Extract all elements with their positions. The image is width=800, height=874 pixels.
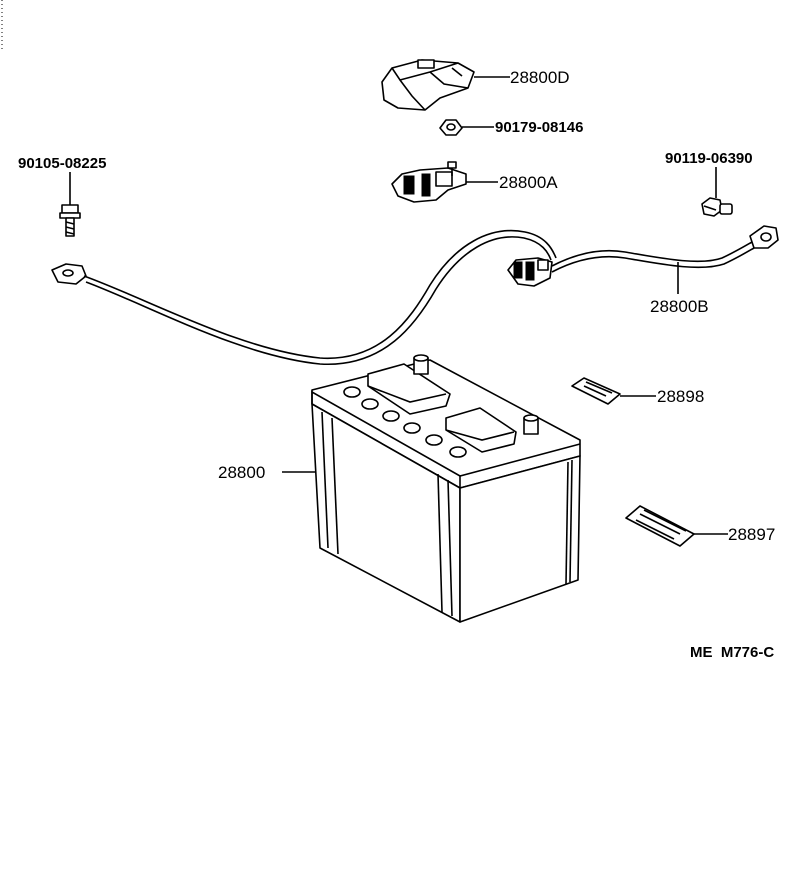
clamp-nut-part xyxy=(439,119,463,136)
label-28898: 28898 xyxy=(657,387,704,406)
hold-down-clamp-part xyxy=(381,59,475,111)
label-28800B: 28800B xyxy=(650,297,709,316)
label-28800D: 28800D xyxy=(510,68,570,87)
cable-bolt-part xyxy=(701,197,733,217)
battery-cable-part xyxy=(51,225,779,365)
label-90105-08225: 90105-08225 xyxy=(18,155,106,172)
diagram-code: ME M776-C xyxy=(690,644,774,661)
label-28800A: 28800A xyxy=(499,173,558,192)
small-label-part xyxy=(571,377,621,405)
ground-bolt-part xyxy=(59,204,81,237)
label-28897: 28897 xyxy=(728,525,775,544)
large-label-part xyxy=(625,505,695,547)
label-28800: 28800 xyxy=(218,463,265,482)
label-90179-08146: 90179-08146 xyxy=(495,119,583,136)
label-90119-06390: 90119-06390 xyxy=(665,150,753,167)
battery-part xyxy=(311,354,581,623)
positive-terminal-part xyxy=(391,161,467,203)
